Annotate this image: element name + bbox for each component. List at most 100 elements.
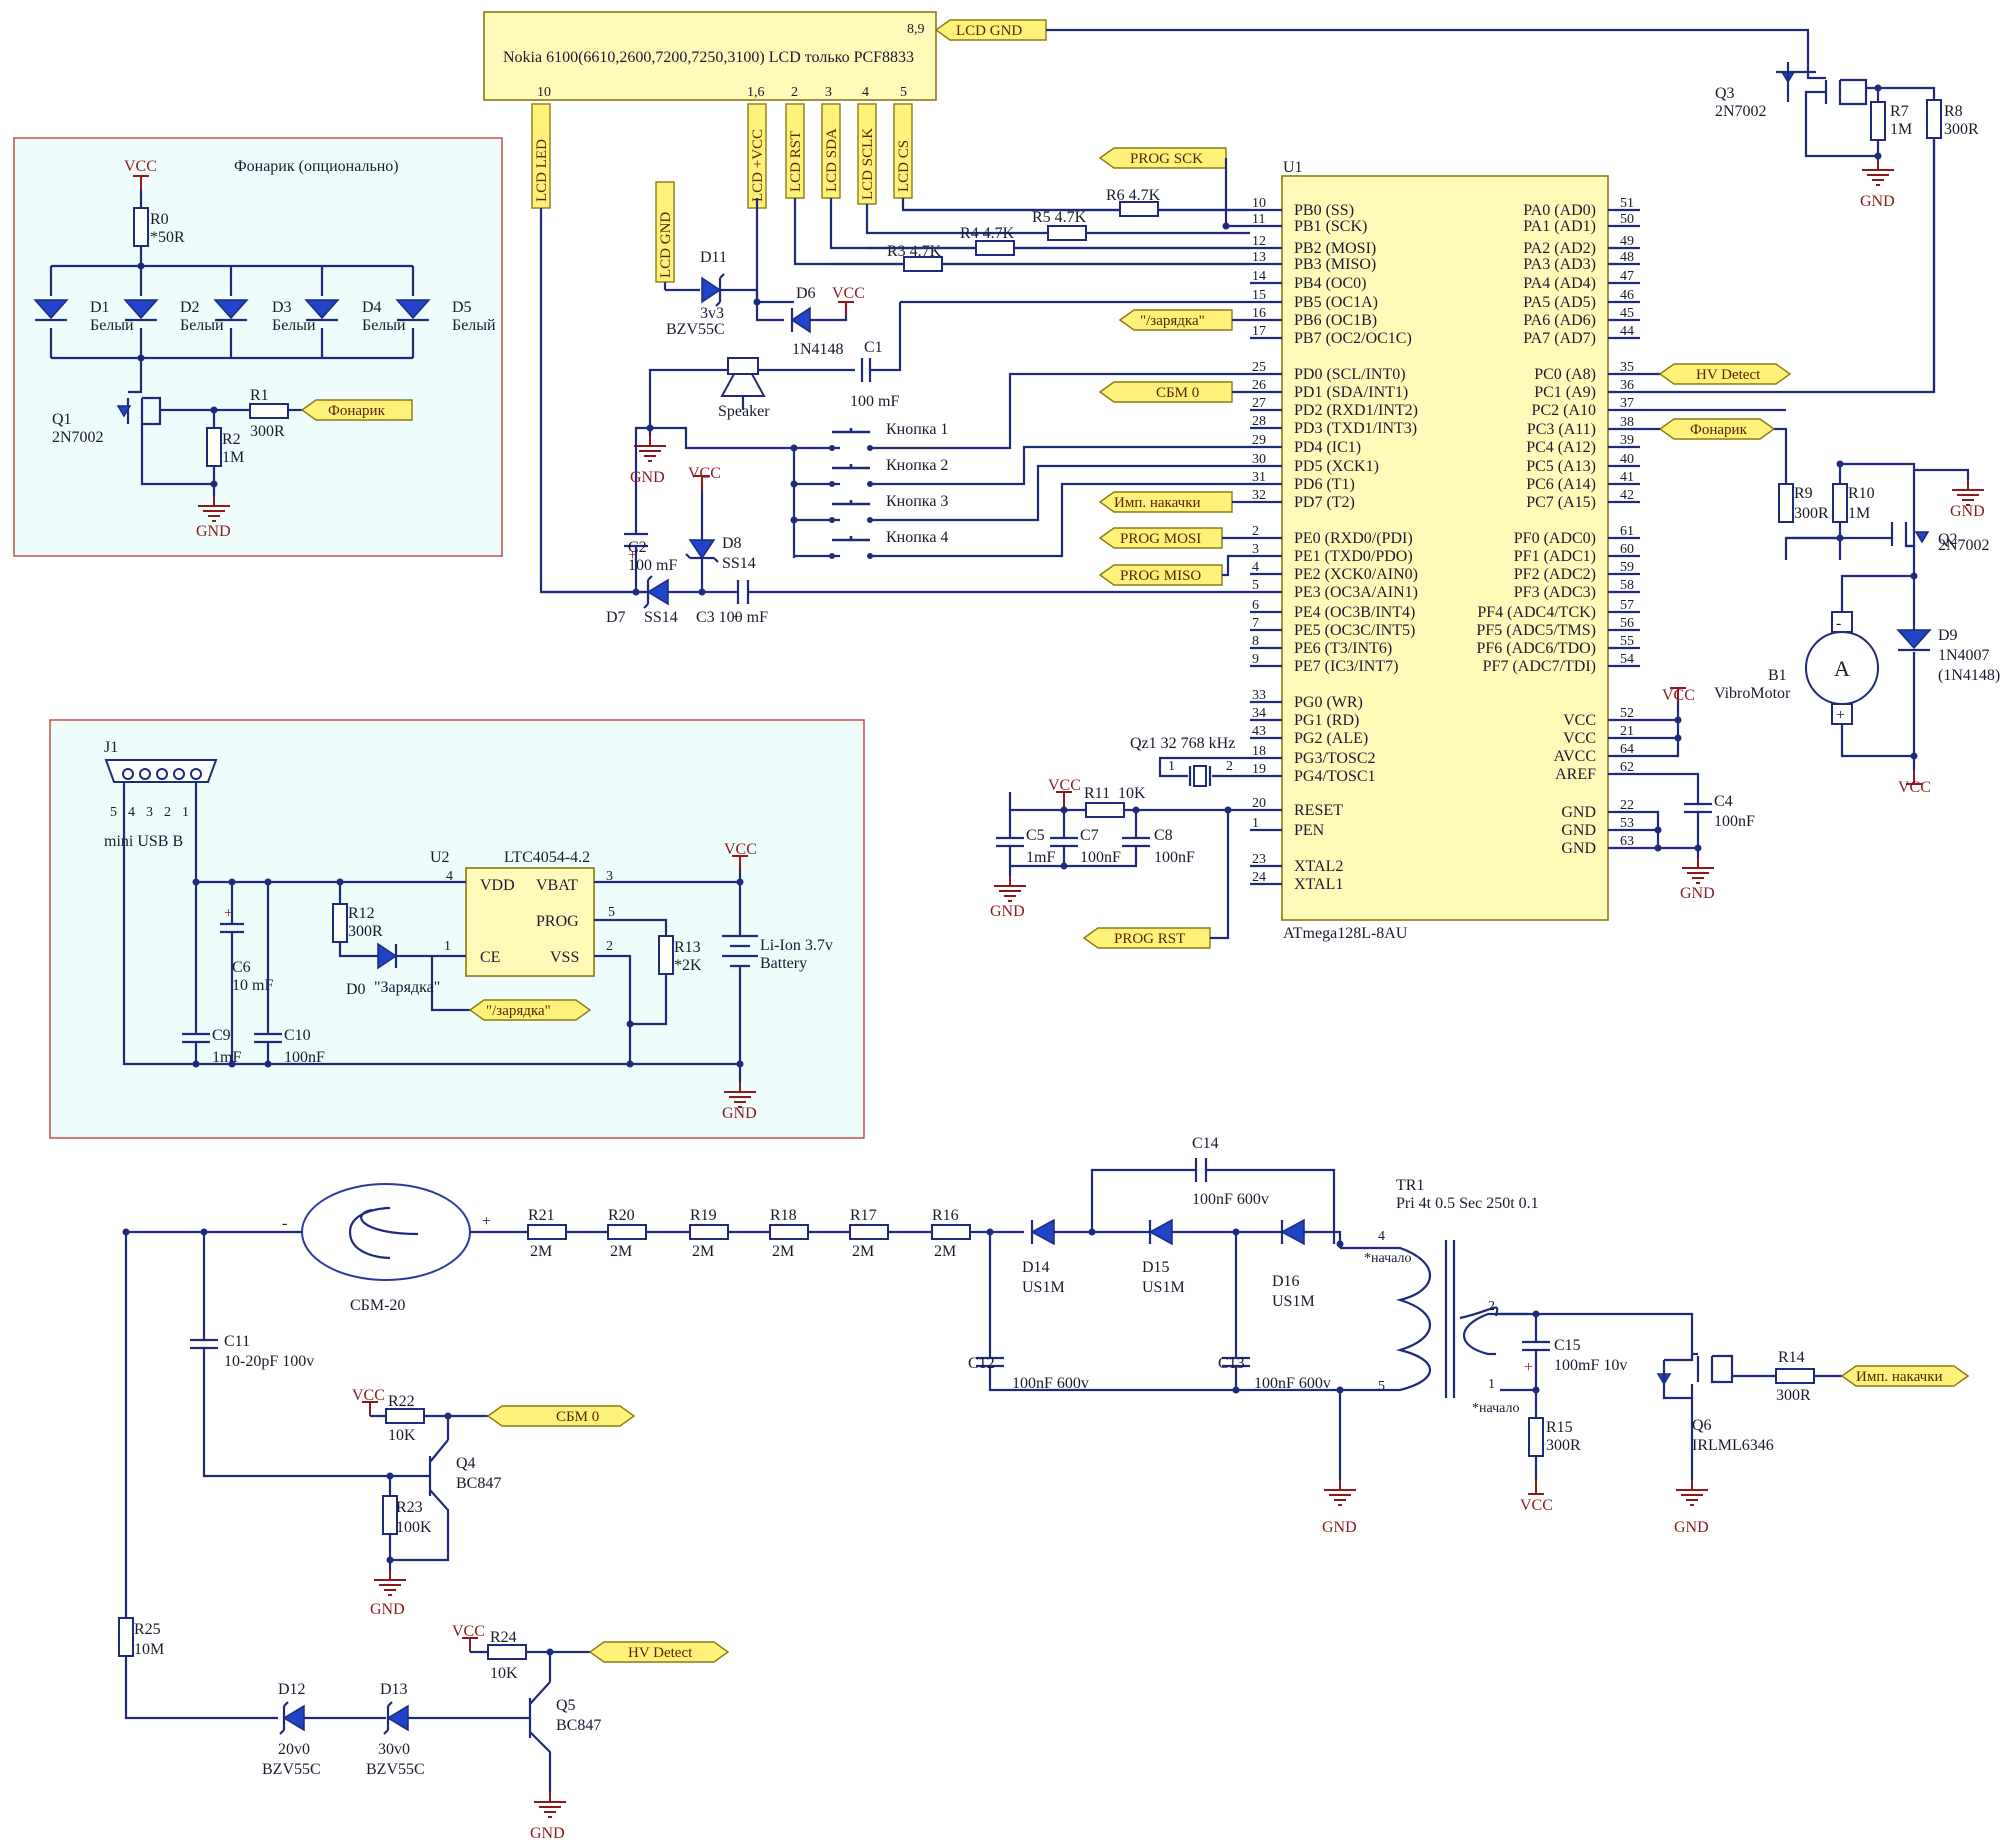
r13-val: *2K	[674, 957, 702, 974]
flashlight-title: Фонарик (опционально)	[234, 158, 399, 175]
flashlight-leds	[33, 266, 431, 358]
u1-left-pin-name: PG4/TOSC1	[1294, 768, 1376, 785]
d16-val: US1M	[1272, 1293, 1315, 1310]
button3-label: Кнопка 3	[886, 493, 948, 510]
tr-pin5: 5	[1378, 1379, 1385, 1394]
u1-left-pin-number: 2	[1252, 524, 1259, 539]
c10-val: 100nF	[284, 1049, 325, 1066]
d9-val1: 1N4007	[1938, 647, 1990, 664]
r2-val: 1M	[222, 449, 244, 466]
u1-left-pin-number: 9	[1252, 652, 1259, 667]
u2-pin2: 2	[606, 939, 613, 954]
prog-mosi-label: PROG MOSI	[1120, 531, 1201, 547]
r16-ref: R16	[932, 1207, 959, 1224]
hv-flag-mcu	[1658, 363, 1792, 385]
r3-label: R3 4.7K	[887, 243, 942, 260]
r21-val: 2M	[530, 1243, 552, 1260]
d13-val1: 30v0	[378, 1741, 410, 1758]
r25-val: 10M	[134, 1641, 164, 1658]
lcd-title: Nokia 6100(6610,2600,7200,7250,3100) LCD…	[503, 49, 914, 66]
r8-ref: R8	[1944, 103, 1963, 120]
c5-val: 1mF	[1026, 849, 1055, 866]
u1-right-pin-name: PA7 (AD7)	[1523, 330, 1596, 347]
d5-ref: D5	[452, 299, 472, 316]
u1-left-pin-name: XTAL2	[1294, 858, 1343, 875]
u1-right-pin-number: 22	[1620, 798, 1634, 813]
u1-left-pin-name: PG1 (RD)	[1294, 712, 1359, 729]
d11-val1: 3v3	[700, 305, 724, 322]
r12-ref: R12	[348, 905, 375, 922]
u1-right-pin-number: 42	[1620, 488, 1634, 503]
imp-flag	[1840, 1365, 1970, 1387]
u1-right-pin-name: VCC	[1563, 730, 1596, 747]
r15	[1528, 1417, 1544, 1457]
u1-left-pin-number: 43	[1252, 724, 1266, 739]
c15-val: 100mF 10v	[1554, 1357, 1627, 1374]
u1-left-pin-name: PE3 (OC3A/AIN1)	[1294, 584, 1418, 601]
hv-flag-mcu-label: HV Detect	[1696, 367, 1761, 383]
r24-val: 10K	[490, 1665, 518, 1682]
u1-left-pin-name: PG3/TOSC2	[1294, 750, 1376, 767]
d1-ref: D1	[90, 299, 110, 316]
r9-val: 300R	[1794, 505, 1829, 522]
d7-ref: D7	[606, 609, 626, 626]
r7-ref: R7	[1890, 103, 1909, 120]
r5-label: R5 4.7K	[1032, 209, 1087, 226]
lcd-vcc-net: LCD +VCC	[750, 129, 766, 202]
d11-ref: D11	[700, 249, 727, 266]
lcd-net-flags: LCD LED LCD +VCC LCD RST LCD SDA LCD SCL…	[531, 103, 913, 283]
c7-ref: C7	[1080, 827, 1099, 844]
u1-left-pin-number: 26	[1252, 378, 1266, 393]
tr-secondary	[1340, 1246, 1431, 1392]
u1-left-pin-name: PD3 (TXD1/INT3)	[1294, 420, 1417, 437]
u1-right-pin-number: 44	[1620, 324, 1634, 339]
r24-vcc: VCC	[452, 1623, 485, 1640]
j1-val: mini USB B	[104, 833, 183, 850]
qz1-pin2: 2	[1226, 759, 1233, 774]
charger-panel	[49, 719, 865, 1139]
u1-right-pin-number: 64	[1620, 742, 1634, 757]
u1-right-pin-number: 58	[1620, 578, 1634, 593]
lcd-cs-net: LCD CS	[896, 140, 912, 192]
c2-val: 100 mF	[628, 557, 677, 574]
u1-right-pin-number: 61	[1620, 524, 1634, 539]
u1-left-pin-number: 8	[1252, 634, 1259, 649]
u1-right-pin-name: GND	[1561, 822, 1596, 839]
r11	[1085, 802, 1125, 818]
flashlight-flag-label: Фонарик	[328, 403, 386, 419]
u1-right-pin-name: PC3 (A11)	[1527, 421, 1596, 438]
c10-ref: C10	[284, 1027, 311, 1044]
r22	[385, 1408, 425, 1424]
u1-left-pin-number: 1	[1252, 816, 1259, 831]
tr-pin2: 2	[1488, 1299, 1495, 1314]
r11-vcc: VCC	[1048, 777, 1081, 794]
u2-vss: VSS	[550, 949, 579, 966]
u1-right-pin-name: PA5 (AD5)	[1523, 294, 1596, 311]
imp-flag-mcu-label: Имп. накачки	[1114, 495, 1201, 511]
r2	[206, 427, 222, 467]
r18-ref: R18	[770, 1207, 797, 1224]
d2-ref: D2	[180, 299, 200, 316]
r2-ref: R2	[222, 431, 241, 448]
u1-right-pin-name: PC4 (A12)	[1526, 439, 1596, 456]
prog-sck-label: PROG SCK	[1130, 151, 1203, 167]
charge-flag-label: "/зарядка"	[486, 1003, 551, 1019]
u1-left-pin-number: 34	[1252, 706, 1266, 721]
r11-val: 10K	[1118, 785, 1146, 802]
tr-primary	[1459, 1306, 1528, 1356]
u1-right-pin-name: AVCC	[1554, 748, 1596, 765]
c2-ref: C2	[628, 539, 647, 556]
u1-right-pin-number: 53	[1620, 816, 1634, 831]
u1-right-pin-name: PA1 (AD1)	[1523, 218, 1596, 235]
c15-ref: C15	[1554, 1337, 1581, 1354]
d4-ref: D4	[362, 299, 382, 316]
u1-right-pin-number: 60	[1620, 542, 1634, 557]
c3-plus: +	[732, 609, 741, 626]
c4-val: 100nF	[1714, 813, 1755, 830]
r22-val: 10K	[388, 1427, 416, 1444]
lcd-pin-led: 10	[537, 85, 551, 100]
d16-ref: D16	[1272, 1273, 1300, 1290]
u1-left-pin-number: 12	[1252, 234, 1266, 249]
lcd-gnd-flag-label: LCD GND	[956, 23, 1022, 39]
